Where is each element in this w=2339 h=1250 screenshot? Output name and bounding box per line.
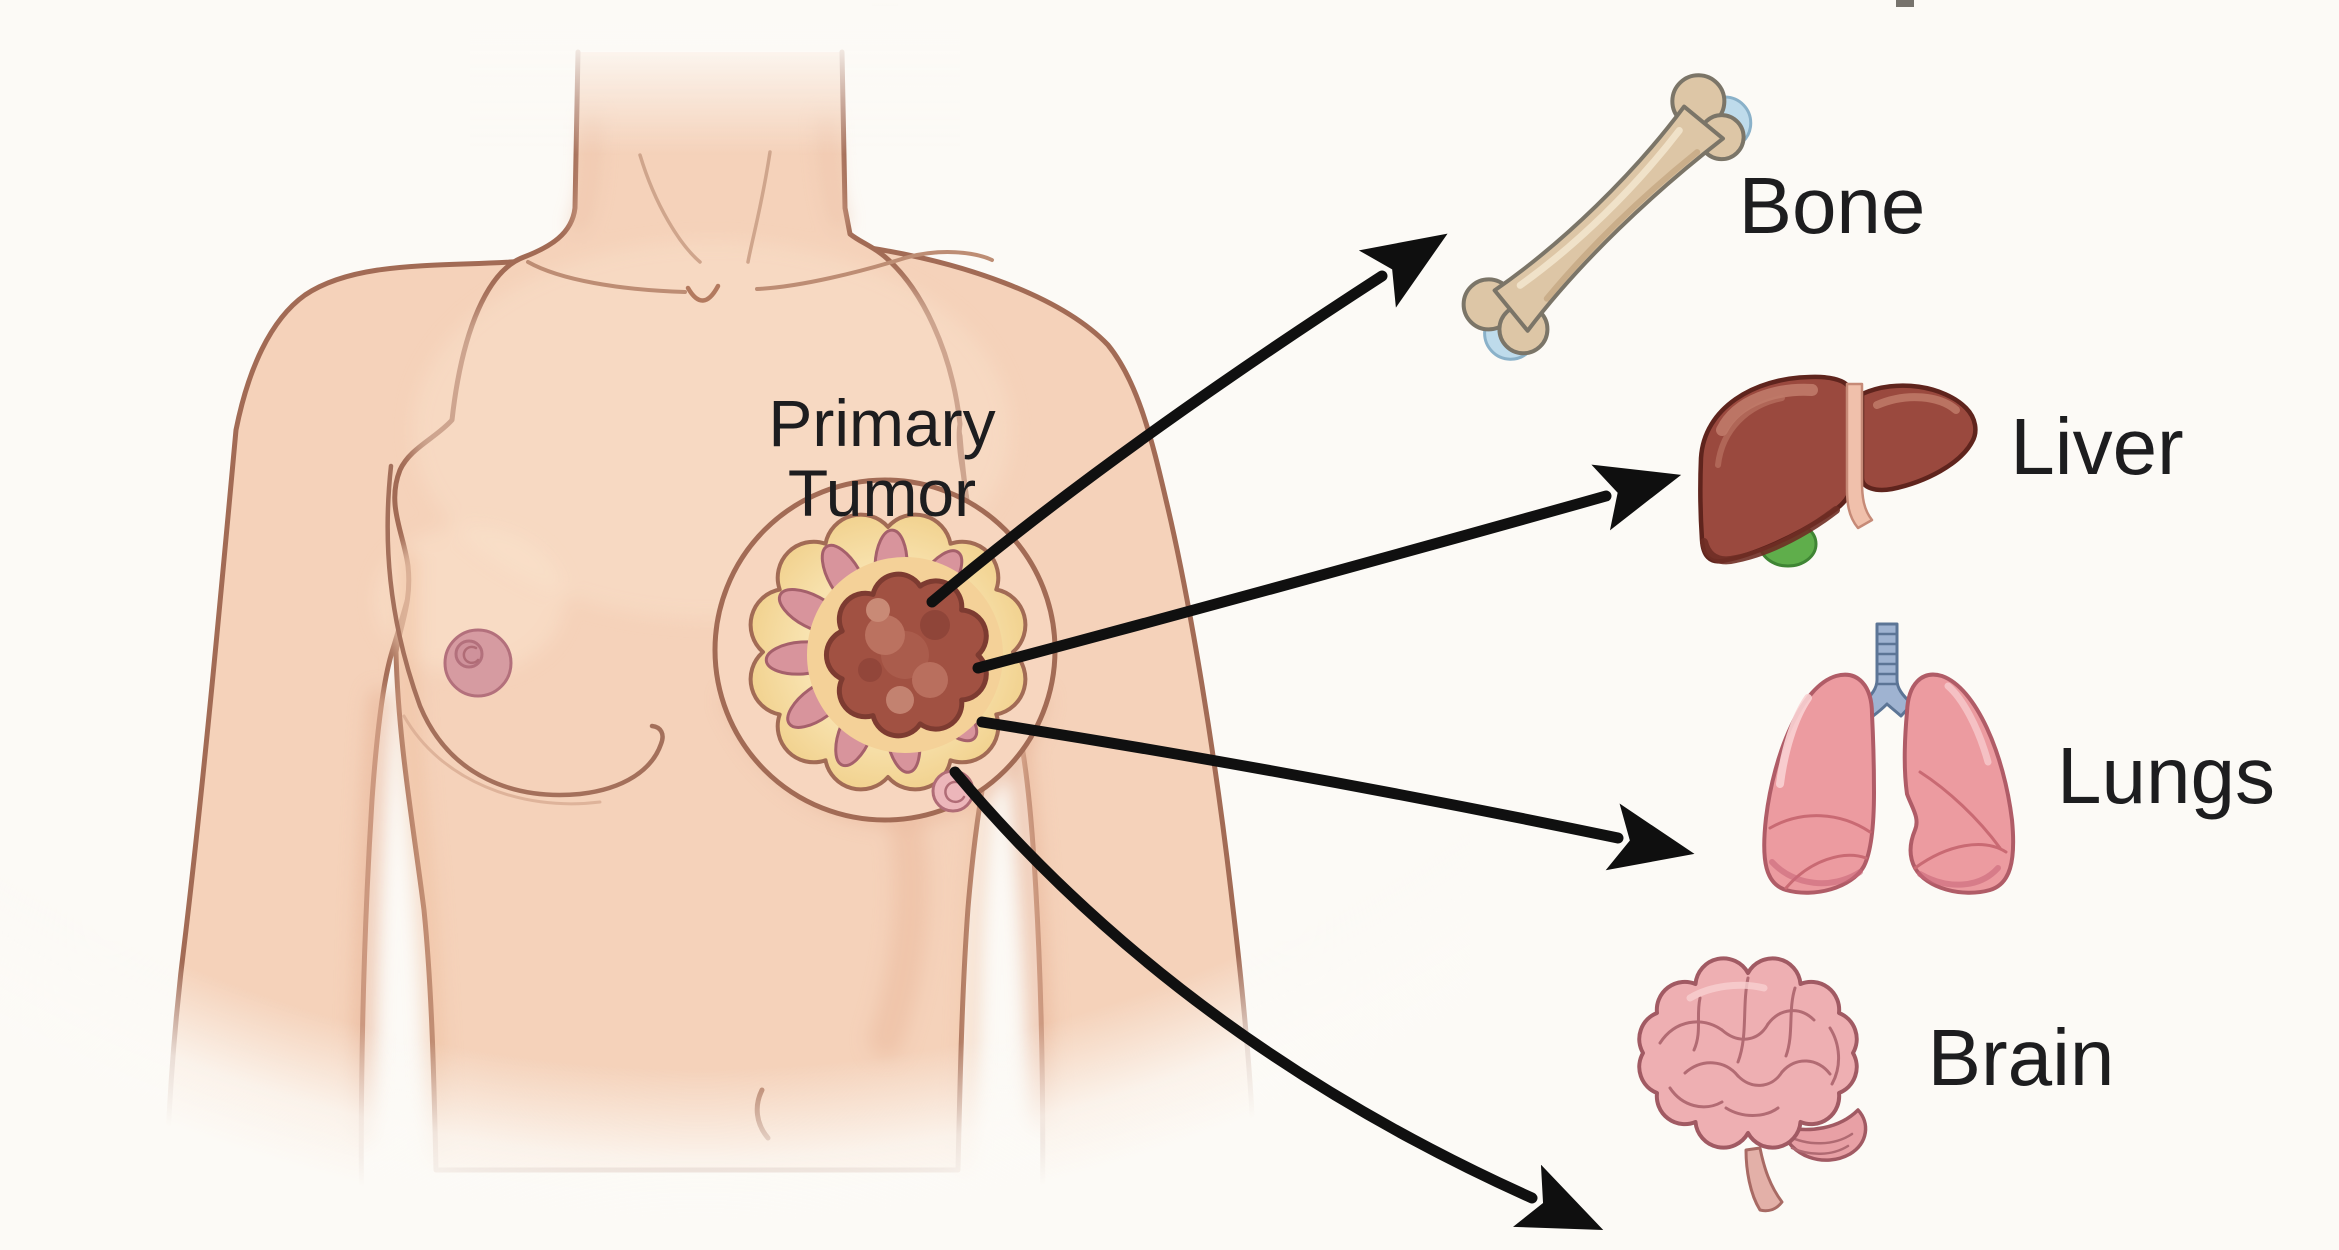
neck-top-fade	[470, 0, 960, 160]
lung-base-shadow	[1917, 865, 2001, 888]
cerebrum	[1637, 956, 1859, 1150]
bone-label: Bone	[1739, 161, 1926, 250]
liver-icon	[1698, 374, 1978, 568]
neck-muscle-line	[746, 150, 772, 264]
liver-highlight	[1716, 383, 1818, 436]
liver-highlight	[1873, 393, 1960, 414]
bone-icon	[1461, 73, 1753, 361]
right-lung	[1902, 672, 2016, 895]
lung-highlight	[1776, 694, 1812, 788]
bone-body	[1461, 73, 1746, 356]
trachea-rings	[1876, 632, 1898, 686]
liver-under-edge	[1700, 506, 1840, 565]
arrow-to-bone	[926, 233, 1448, 608]
neck-muscle-line	[638, 153, 702, 264]
primary-tumor-label-line2: Tumor	[788, 456, 976, 530]
suprasternal-notch	[685, 283, 721, 303]
primary-tumor-label-line1: Primary	[768, 386, 995, 460]
tumor-texture-blob	[865, 615, 905, 655]
brain-highlight	[1686, 981, 1768, 1002]
cropped-text-remnant	[1896, 0, 1914, 7]
lung-highlight	[1944, 682, 1992, 766]
bone-highlight	[1516, 126, 1683, 289]
tumor-texture-blob	[920, 610, 950, 640]
lungs-label: Lungs	[2057, 731, 2275, 820]
lungs-icon	[1762, 622, 2016, 895]
bone-shading	[1543, 149, 1701, 302]
gyri-lines	[1658, 976, 1840, 1117]
clavicle-line	[755, 250, 994, 291]
arrow-to-brain	[949, 766, 1604, 1230]
liver-highlight	[1715, 395, 1785, 468]
clavicle-line	[526, 260, 687, 294]
lung-base-shadow	[1769, 859, 1863, 887]
metastasis-arrows	[926, 233, 1695, 1230]
labels: Primary Tumor Bone Liver Lungs Brain	[768, 161, 2275, 1102]
bone-shaft	[1492, 104, 1725, 333]
tumor-texture-blob	[866, 598, 890, 622]
brainstem	[1744, 1146, 1784, 1213]
liver-right-lobe	[1859, 383, 1978, 493]
falciform-ligament	[1845, 382, 1874, 530]
lung-lobes	[1762, 672, 2016, 895]
liver-label: Liver	[2010, 402, 2183, 491]
breast-highlight	[375, 525, 565, 675]
bottom-fade	[0, 650, 1470, 1250]
arrow-to-liver	[972, 464, 1682, 674]
brain-label: Brain	[1928, 1013, 2115, 1102]
arrow-to-lungs	[976, 716, 1695, 871]
brain-icon	[1637, 956, 1868, 1213]
